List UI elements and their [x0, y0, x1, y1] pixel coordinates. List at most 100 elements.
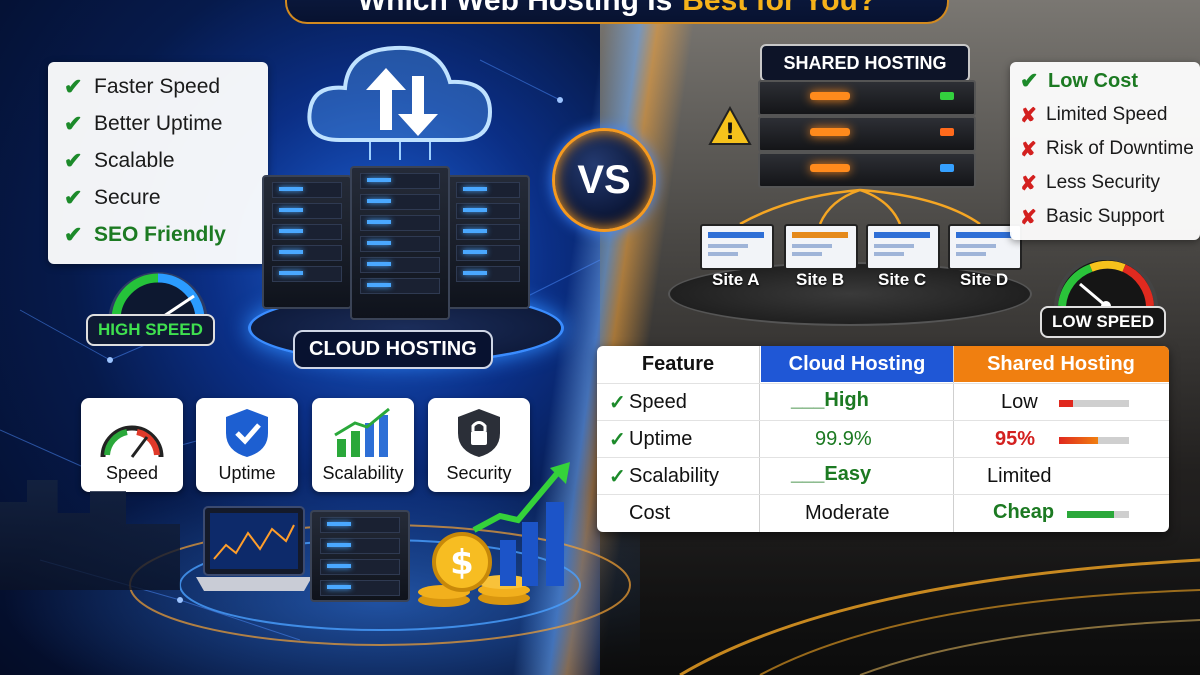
shared-hosting-header: SHARED HOSTING — [760, 44, 970, 82]
point-item: ✘ Less Security — [1010, 166, 1200, 200]
point-item: ✘ Basic Support — [1010, 200, 1200, 234]
table-row-uptime-feature: ✓Uptime — [609, 421, 759, 458]
title-banner: Which Web Hosting Is Best for You? — [285, 0, 949, 24]
road-lights — [679, 558, 1200, 675]
check-icon: ✔ — [64, 147, 83, 173]
feature-tile-uptime: Uptime — [196, 398, 298, 492]
laptop-icon — [196, 506, 312, 591]
header-shared: Shared Hosting — [953, 346, 1169, 382]
header-feature: Feature — [641, 352, 715, 375]
table-divider — [597, 457, 1169, 458]
site-a — [700, 224, 774, 282]
benefit-label: Scalable — [94, 148, 175, 172]
vs-badge: VS — [552, 128, 656, 232]
tile-label: Uptime — [218, 463, 276, 483]
benefit-item: ✔ SEO Friendly — [48, 216, 268, 253]
check-icon: ✔ — [64, 221, 83, 247]
table-divider — [597, 420, 1169, 421]
table-divider — [759, 346, 760, 532]
table-divider — [953, 346, 954, 532]
cloud-value: ___High — [791, 389, 869, 411]
benefit-item: ✔ Secure — [48, 179, 268, 216]
cloud-upload-download-icon — [307, 45, 493, 160]
gauge-icon — [1054, 256, 1158, 311]
shared-level-bar — [1067, 511, 1129, 518]
shared-server-rack — [758, 116, 976, 152]
benefit-label: SEO Friendly — [94, 222, 226, 246]
point-label: Basic Support — [1046, 206, 1165, 227]
check-icon: ✔ — [64, 73, 83, 99]
shared-level-fill — [1059, 437, 1098, 444]
benefit-item: ✔ Better Uptime — [48, 105, 268, 142]
cloud-value: ___Easy — [791, 463, 872, 485]
point-item: ✘ Risk of Downtime — [1010, 132, 1200, 166]
cloud-value: Moderate — [805, 502, 890, 524]
dollar-coin-icon: $ — [418, 532, 530, 607]
site-c — [866, 224, 940, 282]
table-row-cost-feature: Cost — [629, 495, 759, 532]
title-text: Which Web Hosting Is — [357, 0, 673, 17]
point-label: Low Cost — [1048, 69, 1138, 92]
site-label: Site B — [796, 270, 845, 289]
site-d — [948, 224, 1022, 282]
stacked-servers — [310, 510, 410, 602]
shared-level-bar — [1059, 400, 1129, 407]
warning-icon: ! — [708, 106, 752, 145]
cloud-value: 99.9% — [815, 428, 872, 450]
point-label: Risk of Downtime — [1046, 138, 1194, 159]
shared-server-rack — [758, 80, 976, 116]
site-label: Site D — [960, 270, 1009, 289]
lock-shield-icon — [458, 409, 500, 457]
benefit-item: ✔ Faster Speed — [48, 68, 268, 105]
growth-chart-icon — [334, 407, 390, 457]
shared-value: Low — [1001, 391, 1038, 413]
cloud-benefits-panel: ✔ Faster Speed ✔ Better Uptime ✔ Scalable ✔… — [48, 62, 268, 264]
shared-value: Cheap — [993, 501, 1055, 523]
site-label: Site C — [878, 270, 927, 289]
cloud-hosting-label: CLOUD HOSTING — [293, 330, 493, 369]
check-icon: ✓ — [609, 466, 626, 488]
check-icon: ✓ — [609, 429, 626, 451]
table-divider — [597, 494, 1169, 495]
x-icon: ✘ — [1020, 104, 1037, 127]
benefit-label: Faster Speed — [94, 74, 221, 98]
shared-value: 95% — [995, 428, 1036, 450]
cloud-server-right — [446, 175, 530, 309]
title-highlight: Best for You? — [682, 0, 877, 17]
feature-tile-speed: Speed — [81, 398, 183, 492]
header-cloud: Cloud Hosting — [761, 346, 953, 382]
cloud-server-center — [350, 166, 450, 320]
x-icon: ✘ — [1020, 172, 1037, 195]
benefit-label: Secure — [94, 185, 161, 209]
tile-label: Security — [446, 463, 512, 483]
shared-level-fill — [1067, 511, 1114, 518]
high-speed-label: HIGH SPEED — [86, 314, 215, 346]
point-item: ✔ Low Cost — [1010, 64, 1200, 98]
feature-label: Cost — [629, 502, 671, 524]
benefit-label: Better Uptime — [94, 111, 223, 135]
comparison-table: Feature Cloud Hosting Shared Hosting ✓Sp… — [597, 346, 1169, 532]
table-divider — [597, 383, 1169, 384]
x-icon: ✘ — [1020, 138, 1037, 161]
cloud-server-left — [262, 175, 352, 309]
shared-level-bar — [1059, 437, 1129, 444]
site-label: Site A — [712, 270, 760, 289]
table-row-speed-feature: ✓Speed — [609, 384, 759, 421]
feature-tile-security: Security — [428, 398, 530, 492]
check-icon: ✔ — [1020, 68, 1039, 93]
point-label: Less Security — [1046, 172, 1161, 193]
x-icon: ✘ — [1020, 206, 1037, 229]
point-item: ✘Limited Speed — [1010, 98, 1200, 132]
tile-label: Scalability — [322, 463, 404, 483]
feature-label: Scalability — [629, 465, 720, 487]
feature-label: Uptime — [629, 428, 693, 450]
benefit-item: ✔ Scalable — [48, 142, 268, 179]
shared-server-rack — [758, 152, 976, 188]
shared-value: Limited — [987, 465, 1052, 487]
check-icon: ✔ — [64, 184, 83, 210]
check-icon: ✓ — [609, 392, 626, 414]
svg-text:$: $ — [450, 543, 474, 583]
check-icon: ✔ — [64, 110, 83, 136]
feature-tile-scalability: Scalability — [312, 398, 414, 492]
